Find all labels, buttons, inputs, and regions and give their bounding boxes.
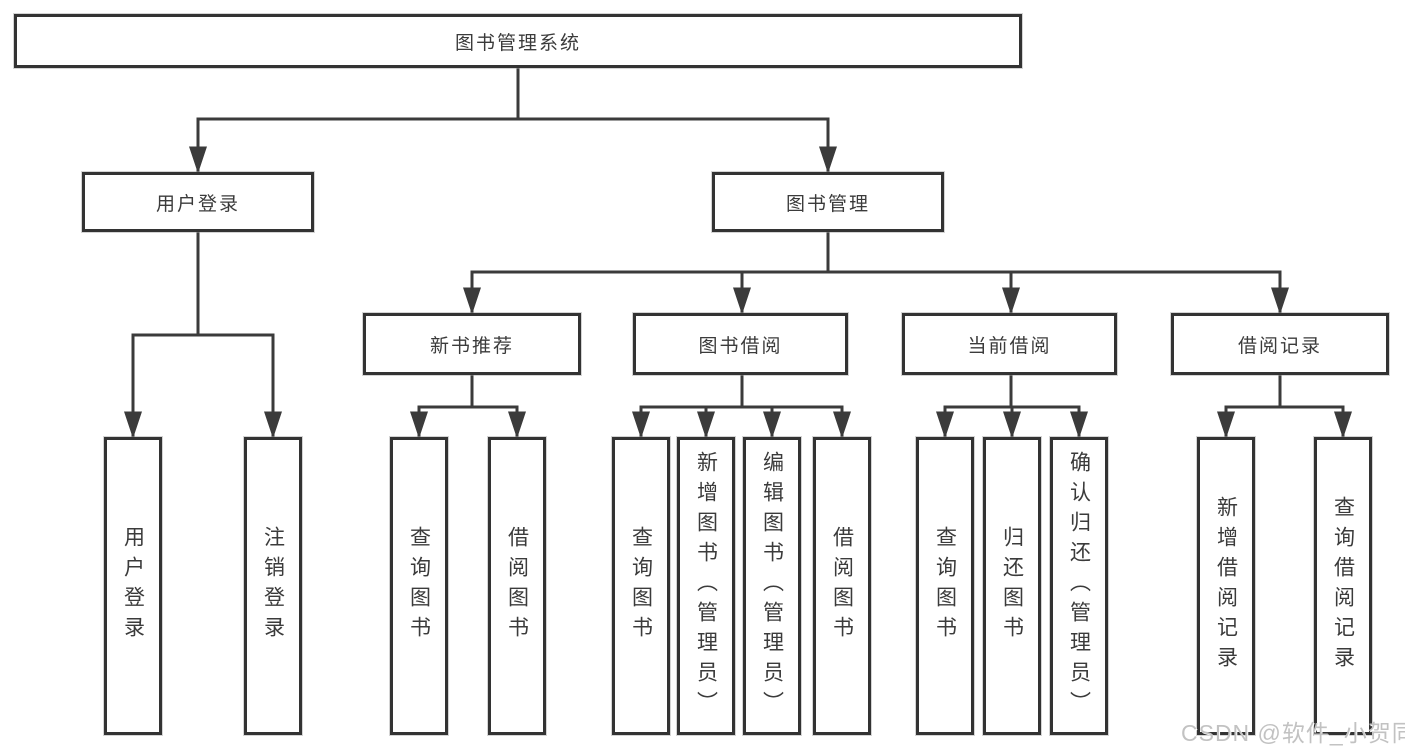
- leaf-current-query-books-label: 查询图书: [933, 526, 957, 646]
- node-book-management-label: 图书管理: [785, 193, 870, 215]
- connector-root-to-level2: [189, 66, 837, 174]
- leaf-user-login: 用户登录: [104, 437, 162, 735]
- connector-borrow-to-leaves: [632, 373, 851, 439]
- leaf-recommend-query-books: 查询图书: [390, 437, 448, 735]
- leaf-query-borrow-record-label: 查询借阅记录: [1331, 496, 1355, 676]
- leaf-return-books-label: 归还图书: [1000, 526, 1024, 646]
- node-borrow-records-label: 借阅记录: [1237, 335, 1322, 357]
- leaf-confirm-return-admin: 确认归还（管理员）: [1050, 437, 1108, 735]
- connector-bookmgmt-to-level3: [463, 230, 1289, 315]
- leaf-logout-label: 注销登录: [261, 526, 285, 646]
- csdn-watermark: CSDN @软件_小贺同学: [1181, 720, 1405, 746]
- leaf-edit-books-admin: 编辑图书（管理员）: [743, 437, 801, 735]
- node-current-borrow: 当前借阅: [902, 313, 1117, 375]
- leaf-add-borrow-record-label: 新增借阅记录: [1214, 496, 1238, 676]
- leaf-current-query-books: 查询图书: [916, 437, 974, 735]
- leaf-add-books-admin: 新增图书（管理员）: [677, 437, 735, 735]
- connector-recommend-to-leaves: [410, 373, 526, 439]
- node-book-borrow: 图书借阅: [633, 313, 848, 375]
- leaf-confirm-return-admin-label: 确认归还（管理员）: [1067, 451, 1091, 721]
- leaf-edit-books-admin-label: 编辑图书（管理员）: [760, 451, 784, 721]
- leaf-query-borrow-record: 查询借阅记录: [1314, 437, 1372, 735]
- connector-current-to-leaves: [936, 373, 1088, 439]
- leaf-recommend-query-books-label: 查询图书: [407, 526, 431, 646]
- leaf-borrow-books-label: 借阅图书: [830, 526, 854, 646]
- leaf-borrow-query-books: 查询图书: [612, 437, 670, 735]
- node-user-login: 用户登录: [82, 172, 314, 232]
- leaf-borrow-books: 借阅图书: [813, 437, 871, 735]
- node-book-management: 图书管理: [712, 172, 944, 232]
- node-new-book-recommend-label: 新书推荐: [429, 335, 514, 357]
- node-borrow-records: 借阅记录: [1171, 313, 1389, 375]
- leaf-return-books: 归还图书: [983, 437, 1041, 735]
- node-user-login-label: 用户登录: [155, 193, 240, 215]
- leaf-add-borrow-record: 新增借阅记录: [1197, 437, 1255, 735]
- leaf-logout: 注销登录: [244, 437, 302, 735]
- leaf-user-login-label: 用户登录: [121, 526, 145, 646]
- node-book-borrow-label: 图书借阅: [698, 335, 783, 357]
- leaf-recommend-borrow-books: 借阅图书: [488, 437, 546, 735]
- connector-userlogin-to-leaves: [124, 230, 282, 439]
- leaf-recommend-borrow-books-label: 借阅图书: [505, 526, 529, 646]
- connector-records-to-leaves: [1217, 373, 1352, 439]
- leaf-borrow-query-books-label: 查询图书: [629, 526, 653, 646]
- leaf-add-books-admin-label: 新增图书（管理员）: [694, 451, 718, 721]
- node-root-system: 图书管理系统: [14, 14, 1022, 68]
- node-current-borrow-label: 当前借阅: [967, 335, 1052, 357]
- node-root-label: 图书管理系统: [454, 32, 581, 54]
- node-new-book-recommend: 新书推荐: [363, 313, 581, 375]
